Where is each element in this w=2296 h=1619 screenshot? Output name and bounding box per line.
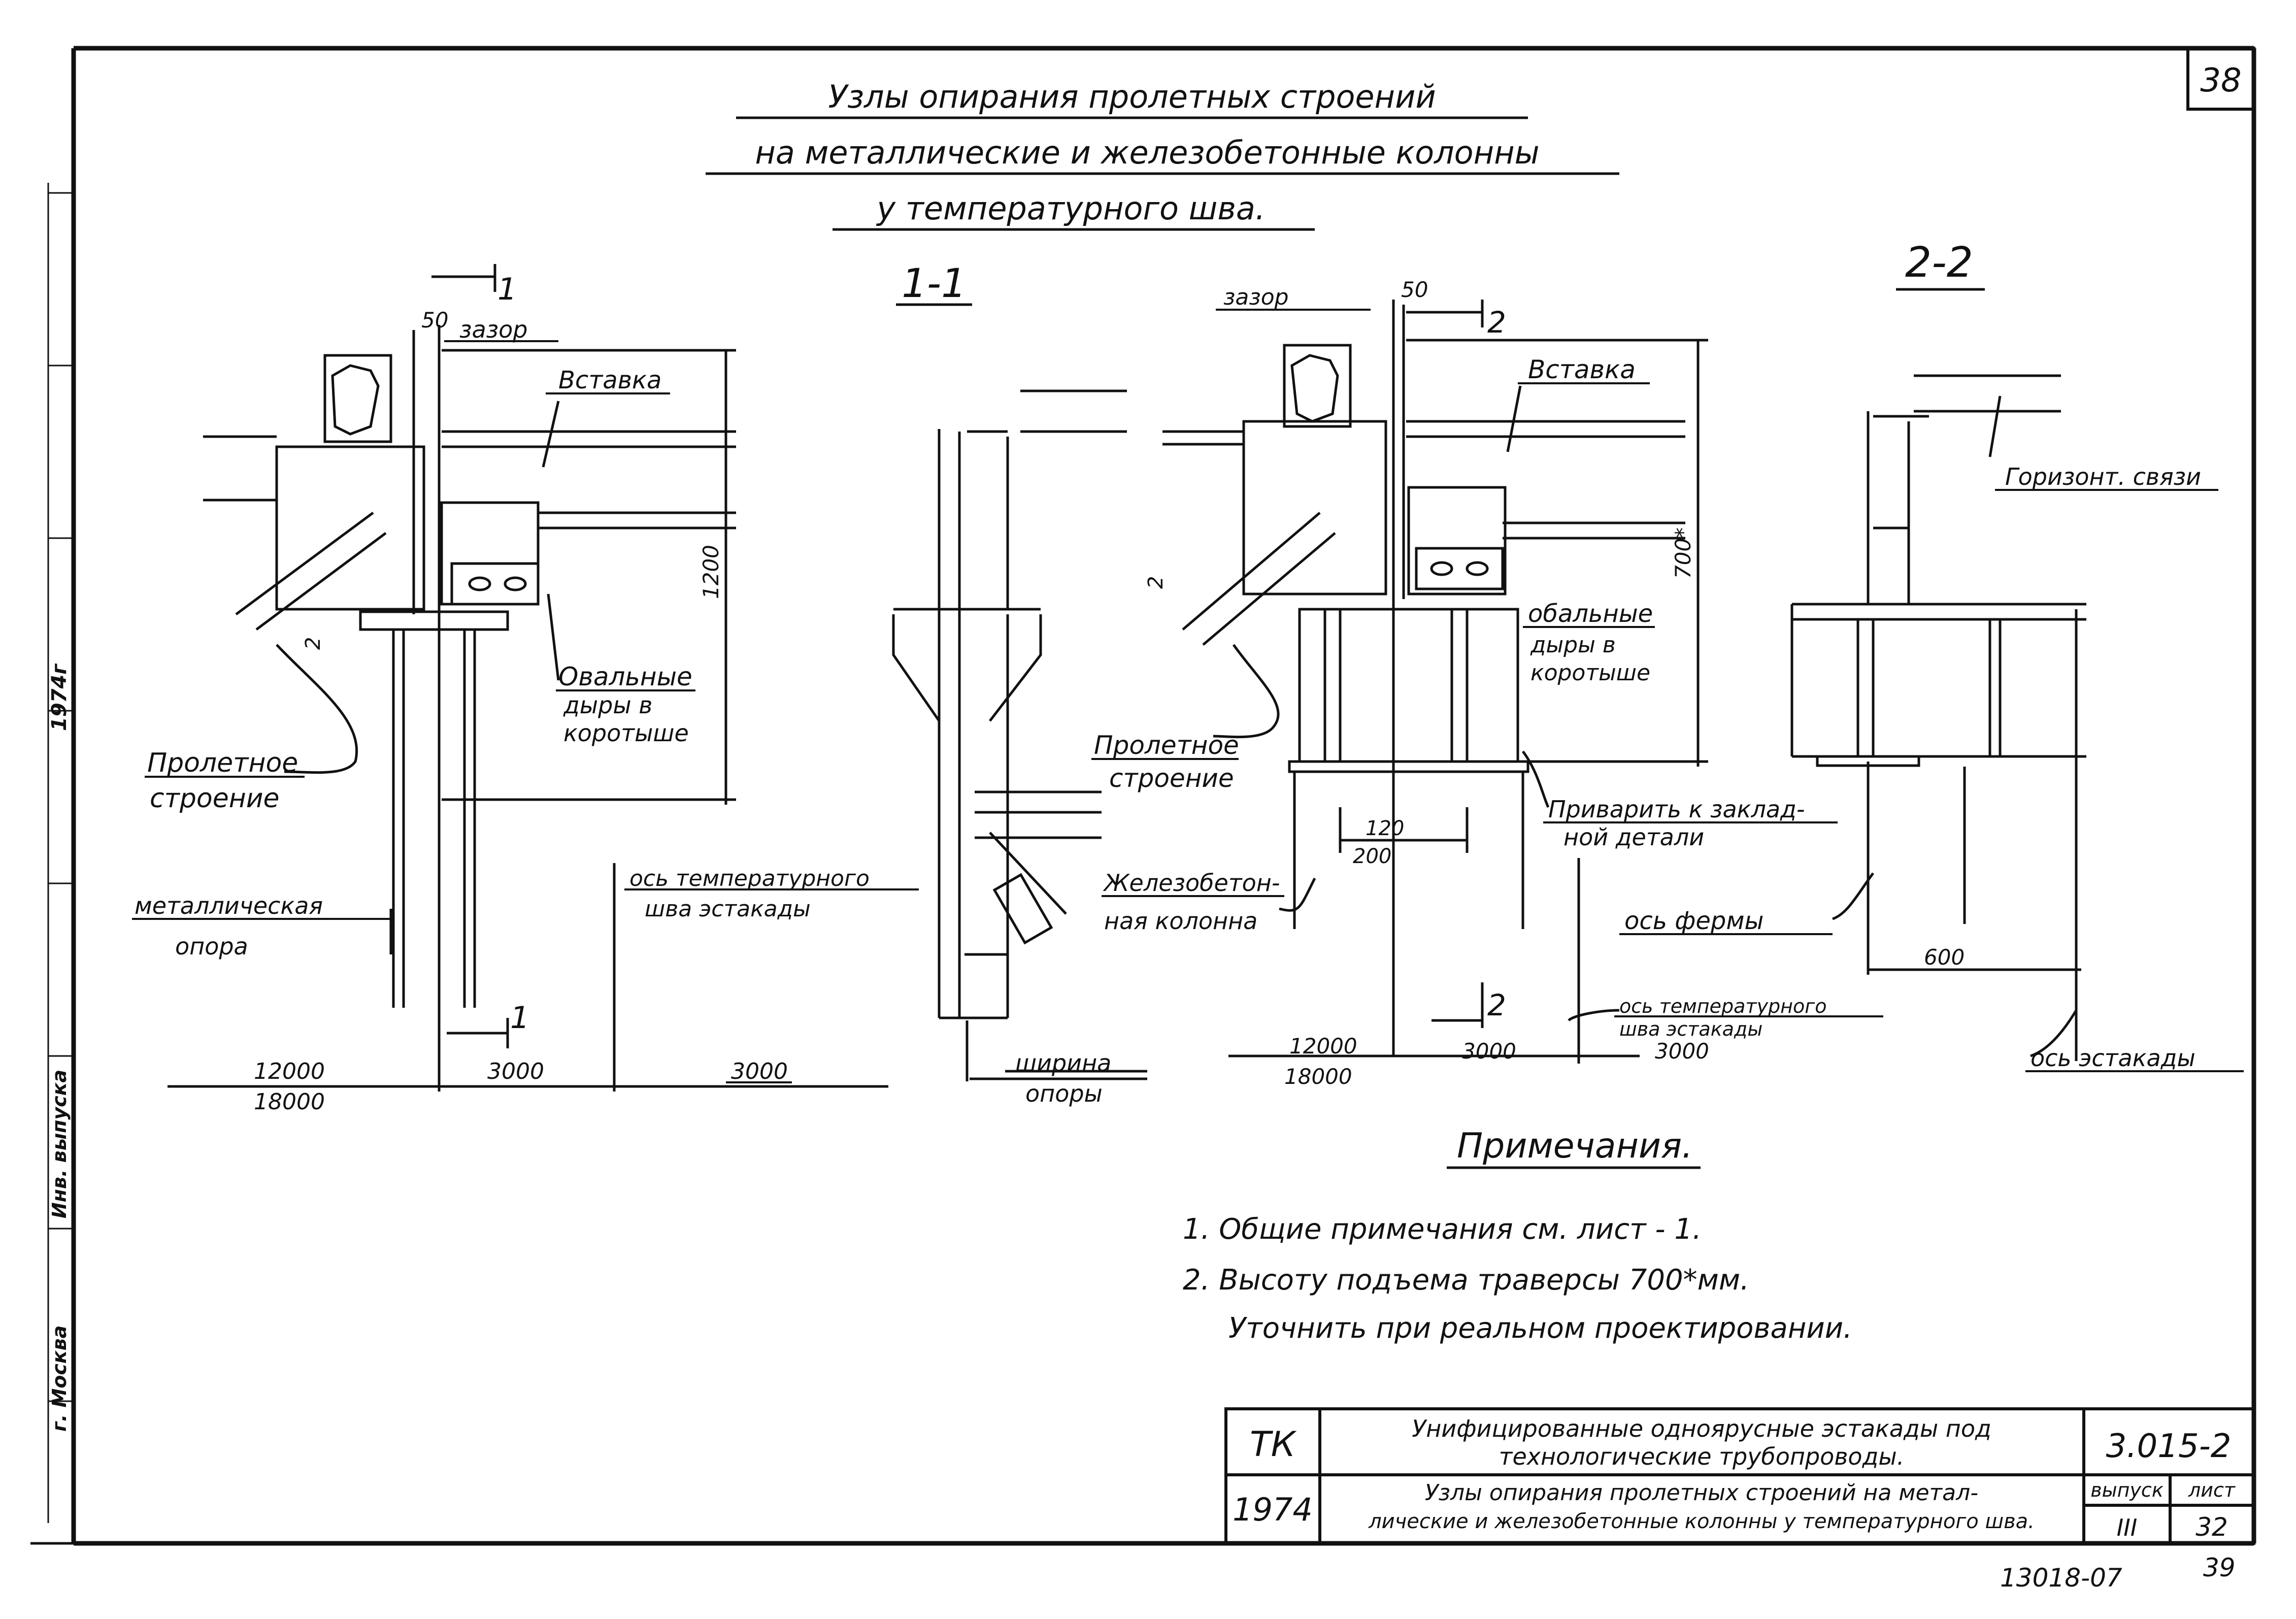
note-1: 1. Общие примечания см. лист - 1. — [1183, 1213, 1702, 1246]
title-line-1: Узлы опирания пролетных строений — [828, 78, 1436, 115]
oval-label-left-1: Овальные — [558, 662, 692, 691]
oval-label-right-3: коротыше — [1530, 660, 1650, 686]
title-block-sheet-value: 32 — [2195, 1512, 2228, 1542]
dim-600: 600 — [1924, 945, 1965, 970]
weld-label-1: Приварить к заклад- — [1548, 796, 1805, 823]
axis-label-left-2: шва эстакады — [645, 896, 811, 922]
side-stamp-year: 1974г — [48, 664, 71, 731]
dim-120: 120 — [1366, 817, 1404, 840]
title-block-issue-label: выпуск — [2090, 1479, 2164, 1501]
title-line-3: у температурного шва. — [876, 190, 1265, 227]
title-block-code: 3.015-2 — [2106, 1428, 2231, 1465]
gap-label-right: зазор — [1223, 284, 1289, 310]
section-2-2-drawing — [1790, 374, 2086, 1061]
trestle-axis-label: ось эстакады — [2031, 1044, 2195, 1072]
insert-label-left: Вставка — [558, 366, 661, 394]
detail-right — [1162, 300, 1708, 1064]
oval-label-right-2: дыры в — [1530, 632, 1616, 658]
title-block-issue-value: III — [2117, 1514, 2138, 1541]
cut-2-top: 2 — [1487, 305, 1506, 340]
title-block-project-2: технологические трубопроводы. — [1499, 1443, 1905, 1470]
metal-support-label-2: опора — [175, 933, 248, 960]
dim-3000-left-b: 3000 — [731, 1059, 788, 1084]
side-stamp-text-1: Инв. выпуска — [48, 1070, 71, 1218]
axis-label-left-1: ось температурного — [629, 866, 870, 891]
weld-label-2: ной детали — [1563, 823, 1704, 851]
dim-200: 200 — [1353, 845, 1391, 868]
sheet-number: 38 — [2200, 62, 2241, 100]
footer-page: 39 — [2203, 1553, 2236, 1582]
detail-left — [168, 264, 888, 1092]
title-block-sheet-label: лист — [2188, 1479, 2236, 1501]
title-block-org: ТК — [1250, 1425, 1297, 1465]
oval-label-left-2: дыры в — [563, 691, 652, 719]
support-width-label-2: опоры — [1025, 1080, 1103, 1107]
dim-2-left: 2 — [302, 637, 325, 650]
insert-label-right: Вставка — [1528, 355, 1636, 384]
horiz-bracing-label: Горизонт. связи — [2005, 463, 2201, 490]
span-label-left-2: строение — [150, 783, 279, 814]
dim-18000-left: 18000 — [254, 1089, 325, 1115]
dim-50-left: 50 — [421, 308, 448, 333]
section-1-label: 1-1 — [902, 261, 966, 307]
notes-heading: Примечания. — [1457, 1126, 1693, 1166]
cut-1-bottom: 1 — [510, 1000, 529, 1036]
title-block-project-1: Унифицированные одноярусные эстакады под — [1412, 1415, 1991, 1442]
gap-label-left: зазор — [459, 316, 527, 343]
title-line-2: на металлические и железобетонные колонн… — [755, 134, 1539, 171]
title-block-year: 1974 — [1233, 1491, 1313, 1528]
dim-3000-left-a: 3000 — [487, 1059, 544, 1084]
title-block — [1224, 1407, 2255, 1545]
dim-700: 700* — [1671, 527, 1695, 579]
rc-column-label-2: ная колонна — [1104, 907, 1257, 935]
title-block-sheet-title-1: Узлы опирания пролетных строений на мета… — [1425, 1480, 1978, 1506]
cut-1-top: 1 — [497, 272, 517, 307]
metal-support-label-1: металлическая — [135, 892, 323, 919]
dim-12000-right: 12000 — [1289, 1034, 1357, 1059]
rc-column-label-1: Железобетон- — [1103, 869, 1280, 897]
truss-axis-label: ось фермы — [1624, 907, 1763, 935]
dim-3000-right-a: 3000 — [1462, 1039, 1516, 1064]
axis-label-right-2: шва эстакады — [1619, 1018, 1762, 1040]
dim-18000-right: 18000 — [1284, 1064, 1352, 1089]
span-label-right-2: строение — [1109, 764, 1234, 793]
dim-2-right: 2 — [1144, 576, 1168, 589]
section-1-1-drawing — [892, 389, 1147, 1081]
support-width-label-1: ширина — [1015, 1049, 1111, 1077]
notes: Примечания. 1. Общие примечания см. лист… — [1183, 1126, 1852, 1345]
side-stamp: 1974г Инв. выпуска г. Москва — [48, 664, 71, 1432]
drawing-title: Узлы опирания пролетных строений на мета… — [706, 78, 1619, 231]
oval-label-left-3: коротыше — [563, 719, 689, 747]
dim-3000-right-b: 3000 — [1655, 1039, 1709, 1064]
note-2: 2. Высоту подъема траверсы 700*мм. — [1183, 1264, 1749, 1297]
section-2-label: 2-2 — [1905, 239, 1973, 287]
dim-1200: 1200 — [698, 545, 723, 599]
span-label-right-1: Пролетное — [1094, 731, 1239, 760]
oval-label-right-1: обальные — [1528, 600, 1653, 628]
side-stamp-text-2: г. Москва — [48, 1326, 71, 1432]
sheet-number-box: 38 — [2186, 47, 2255, 111]
cut-2-bottom: 2 — [1487, 988, 1506, 1022]
span-label-left-1: Пролетное — [147, 748, 298, 778]
dim-50-right: 50 — [1401, 277, 1428, 302]
axis-label-right-1: ось температурного — [1619, 995, 1826, 1017]
note-3: Уточнить при реальном проектировании. — [1228, 1312, 1852, 1345]
dim-12000-left: 12000 — [254, 1059, 325, 1084]
title-block-sheet-title-2: лические и железобетонные колонны у темп… — [1368, 1510, 2035, 1533]
archive-number: 13018-07 — [2000, 1563, 2122, 1593]
